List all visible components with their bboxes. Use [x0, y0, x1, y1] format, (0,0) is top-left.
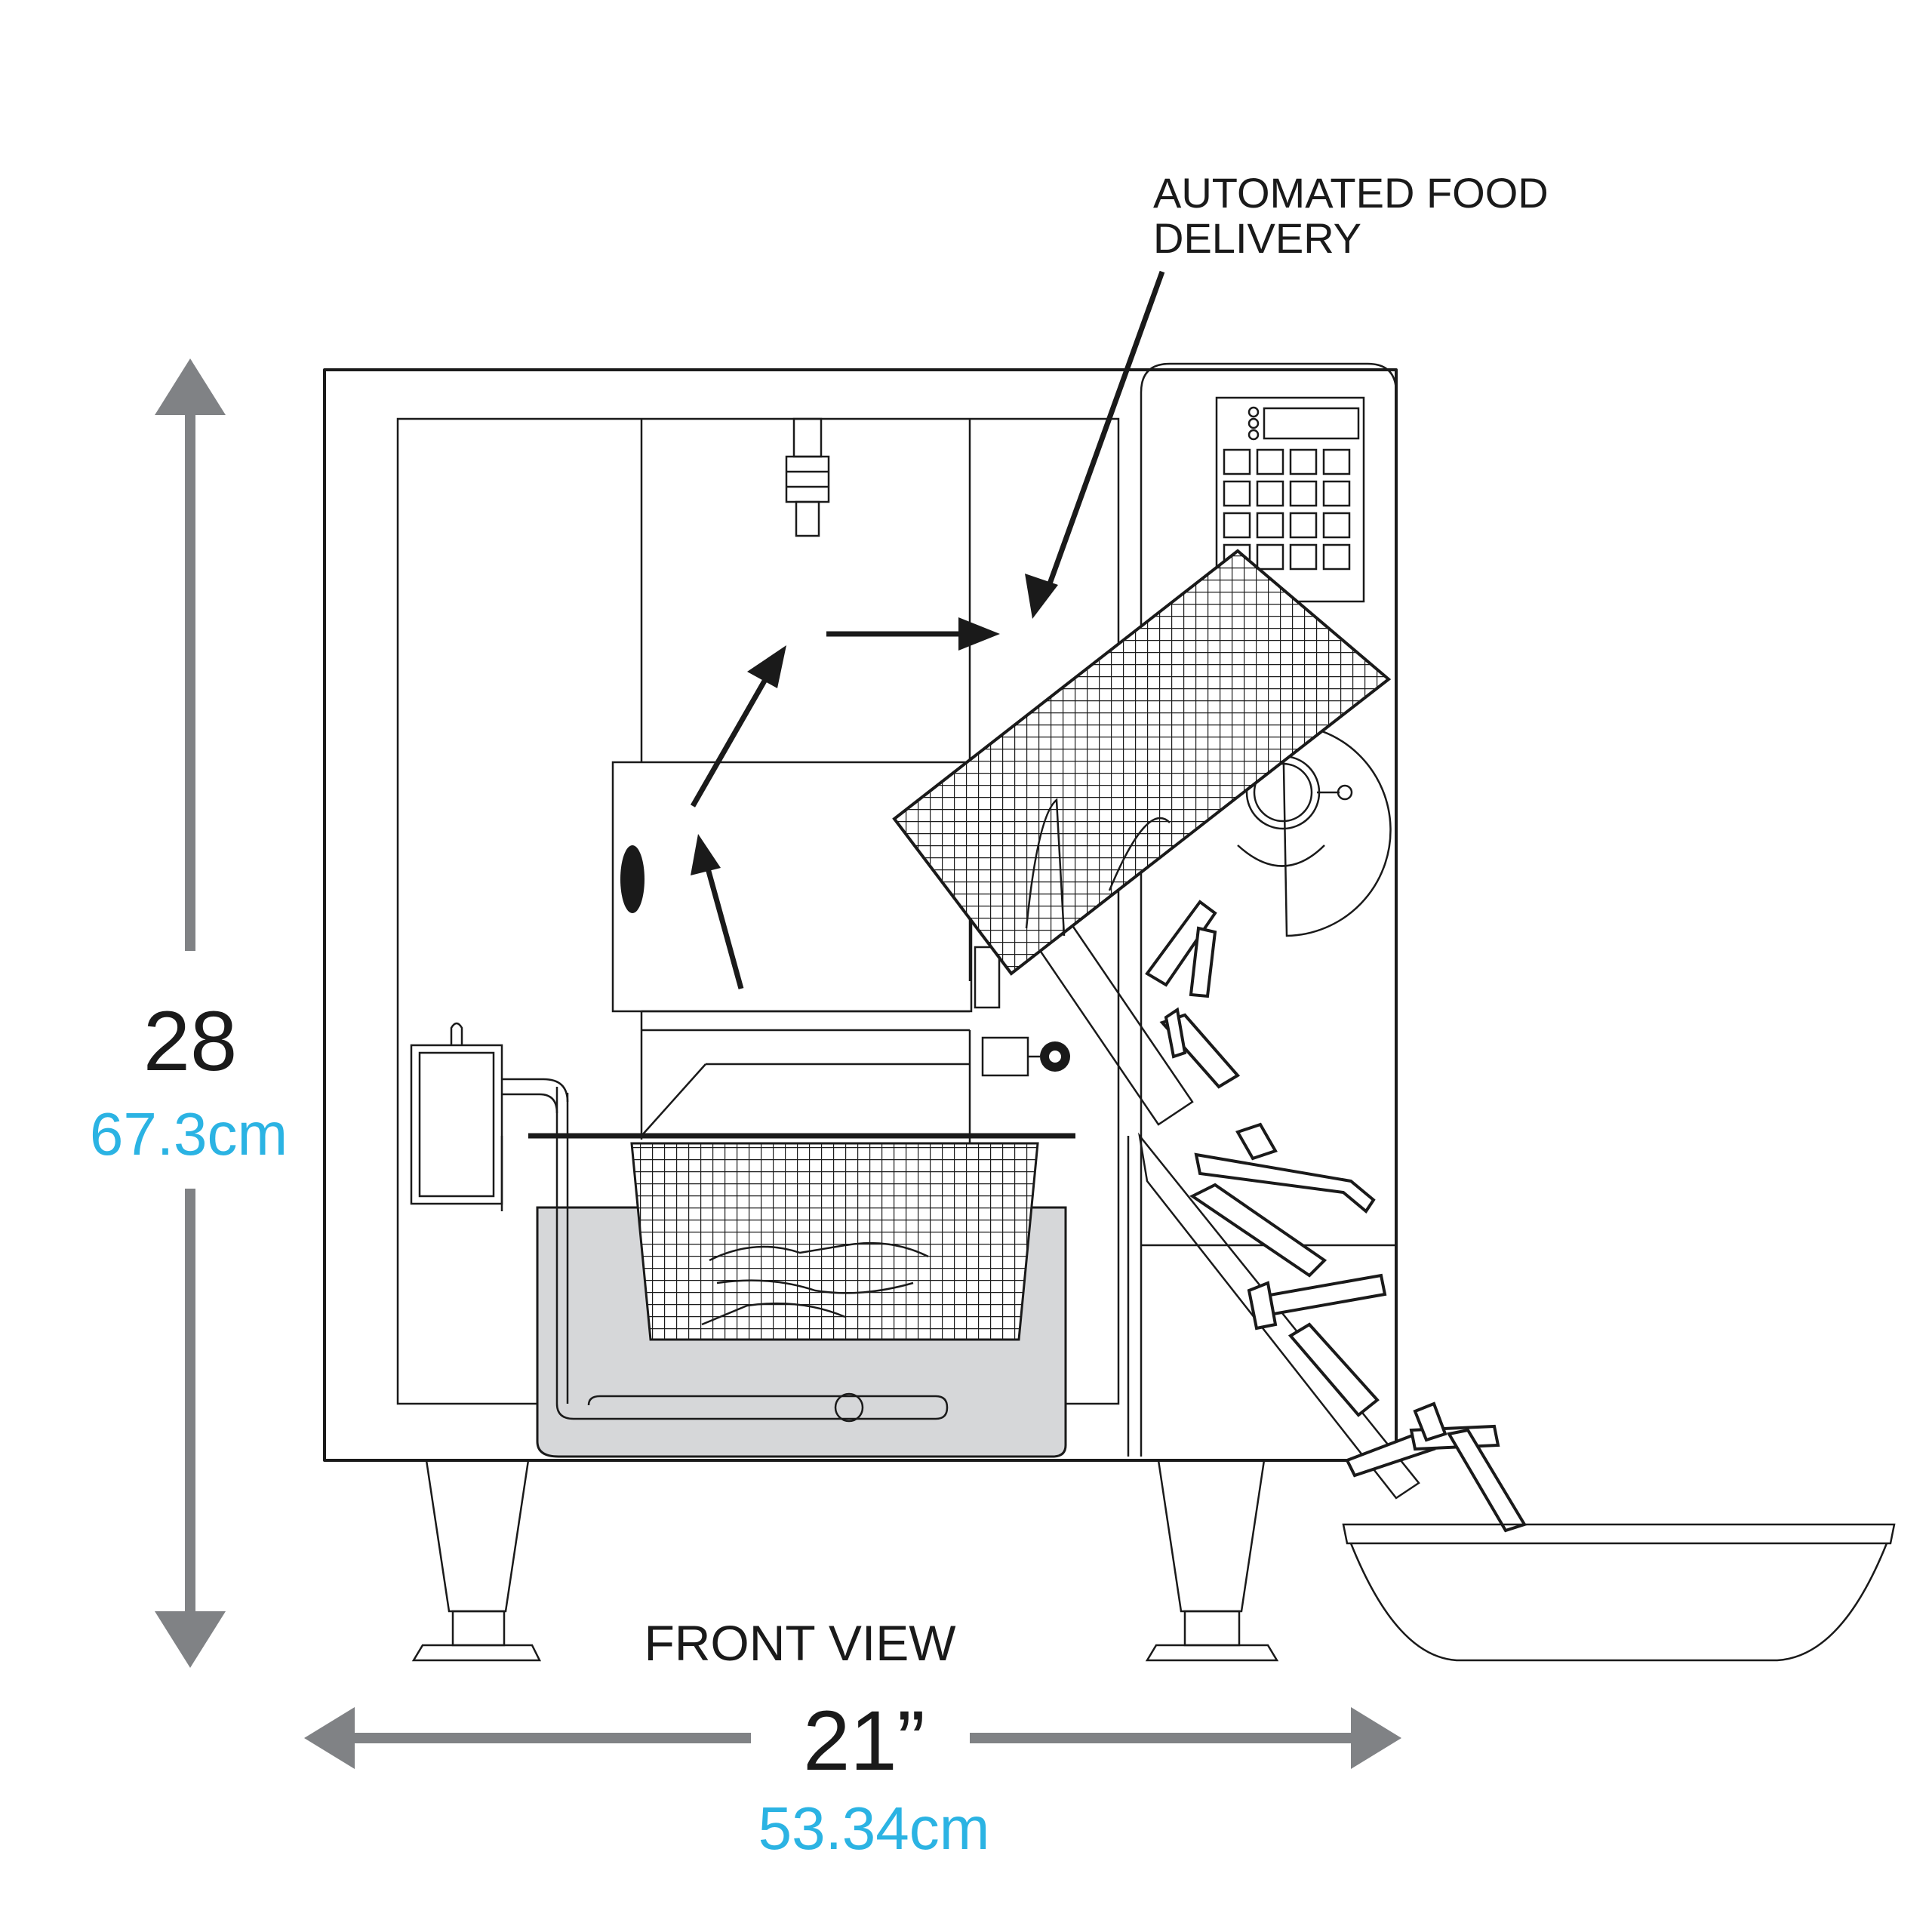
motion-arrowhead-right: [958, 617, 1000, 651]
width-imperial-label: 21”: [803, 1694, 925, 1788]
callout-label-line-1: AUTOMATED FOOD: [1153, 169, 1549, 217]
width-dimension-arrow: [304, 1707, 1401, 1769]
width-metric-label: 53.34cm: [758, 1795, 990, 1862]
fry-basket-in-oil: [630, 1030, 1039, 1341]
motion-arrows: [690, 631, 974, 989]
cabinet-legs: [411, 1460, 1279, 1662]
tilted-delivery-basket: [892, 549, 1392, 976]
serving-bowl: [1342, 1523, 1896, 1662]
falling-fries: [1145, 900, 1527, 1533]
motion-arrowhead-diagonal: [747, 645, 786, 688]
height-imperial-label: 28: [143, 994, 238, 1088]
height-metric-label: 67.3cm: [90, 1100, 288, 1168]
motion-arrowhead-up: [691, 834, 721, 875]
view-label: FRONT VIEW: [644, 1615, 956, 1671]
height-dimension-arrow: [155, 358, 226, 1668]
callout-label-line-2: DELIVERY: [1153, 214, 1361, 262]
dispenser-nozzle: [785, 417, 830, 537]
callout-leader-arrow: [1025, 270, 1165, 619]
